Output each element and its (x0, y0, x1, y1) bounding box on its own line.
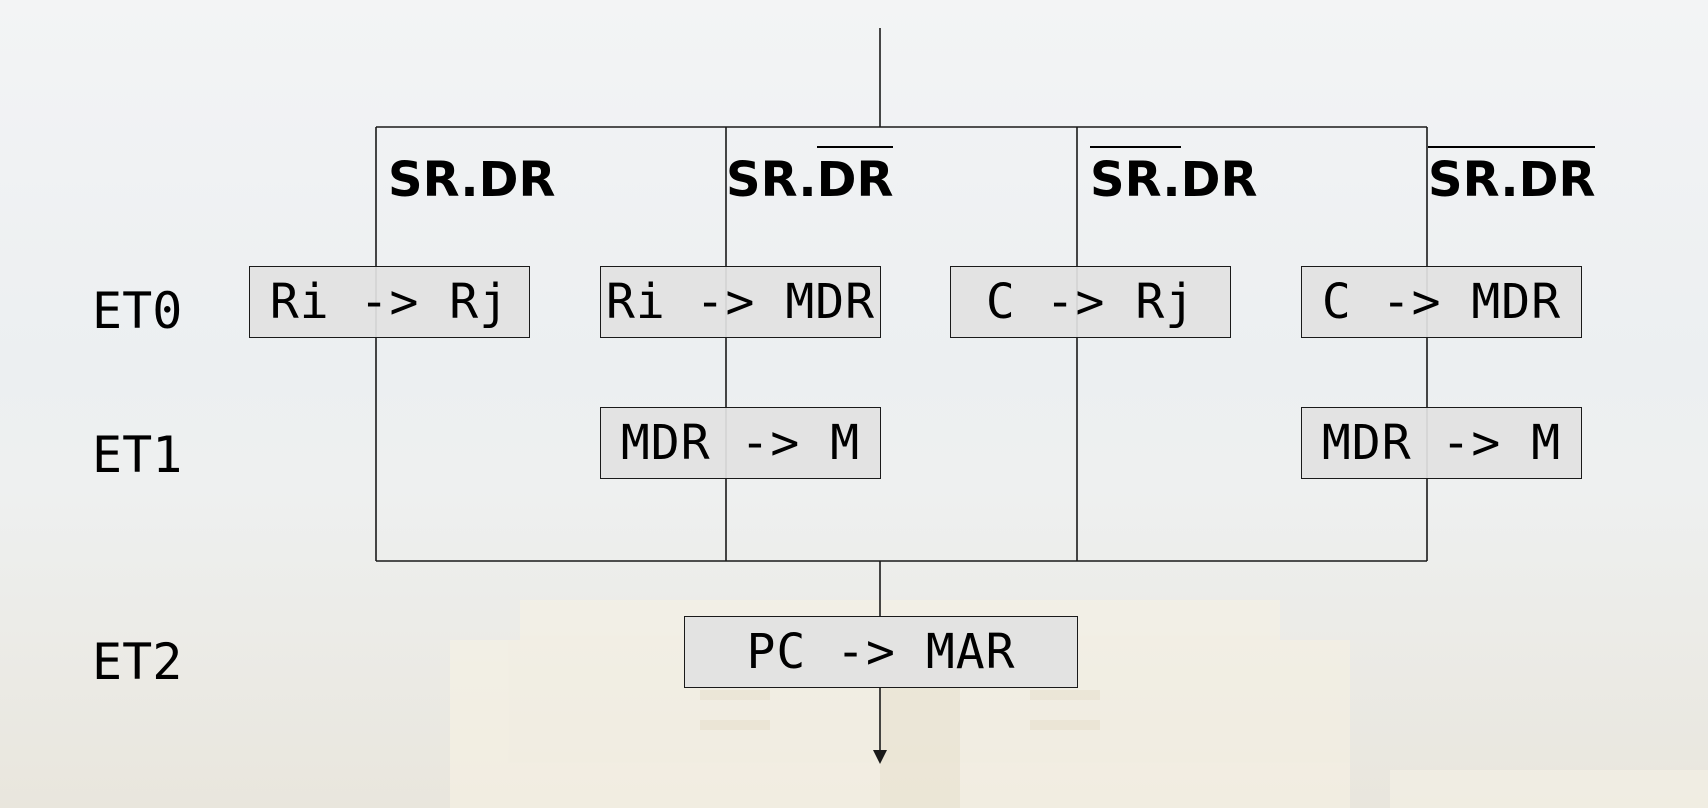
condition-sr: SR. (726, 152, 817, 208)
condition-dr-negated: DR (1518, 146, 1596, 208)
condition-dr-negated: DR (816, 146, 894, 208)
condition-dr: DR (478, 152, 556, 208)
op-mdr-to-m-2: MDR -> M (1301, 407, 1582, 479)
exit-arrow-head (873, 750, 887, 764)
op-c-to-rj: C -> Rj (950, 266, 1231, 338)
op-pc-to-mar: PC -> MAR (684, 616, 1078, 688)
condition-sr-negated: SR. (1090, 146, 1181, 208)
op-mdr-to-m-1: MDR -> M (600, 407, 881, 479)
cycle-label-et1: ET1 (92, 426, 183, 484)
condition-not-sr-not-dr: SR.DR (1428, 146, 1596, 208)
cycle-label-et0: ET0 (92, 282, 183, 340)
op-c-to-mdr: C -> MDR (1301, 266, 1582, 338)
condition-sr-not-dr: SR.DR (726, 146, 894, 208)
condition-sr: SR. (388, 152, 479, 208)
condition-sr-dr: SR.DR (388, 152, 555, 208)
op-ri-to-mdr: Ri -> MDR (600, 266, 881, 338)
condition-sr-negated: SR. (1428, 146, 1519, 208)
cycle-label-et2: ET2 (92, 633, 183, 691)
condition-not-sr-dr: SR.DR (1090, 146, 1258, 208)
condition-dr: DR (1180, 152, 1258, 208)
op-ri-to-rj: Ri -> Rj (249, 266, 530, 338)
